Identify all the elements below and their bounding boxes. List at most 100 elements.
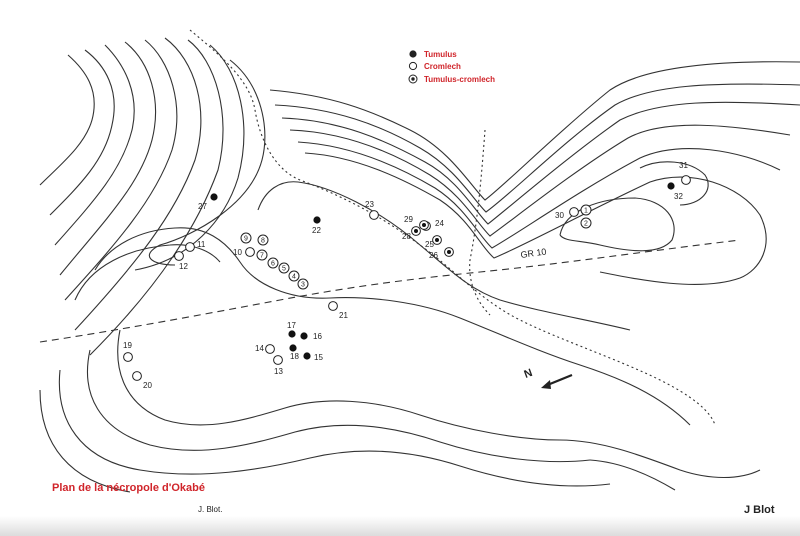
- site-number-label: 21: [339, 311, 348, 320]
- cromlech-marker-icon: [245, 247, 255, 257]
- site-13: 13: [273, 355, 283, 376]
- map-author-signature: J. Blot.: [198, 505, 223, 514]
- site-30: 30: [555, 207, 579, 220]
- site-8: 8: [257, 234, 269, 246]
- site-number-label: 2: [584, 221, 588, 228]
- site-14: 14: [255, 344, 275, 354]
- cromlech-marker-icon: [288, 270, 300, 282]
- site-number-label: 8: [261, 238, 265, 245]
- site-5: 5: [278, 262, 290, 274]
- site-number-label: 23: [365, 200, 374, 209]
- dotted-trail-valley: [469, 129, 491, 316]
- site-number-label: 5: [282, 266, 286, 273]
- trails: [39, 29, 741, 426]
- site-number-label: 24: [435, 219, 444, 228]
- site-number-label: 25: [425, 240, 434, 249]
- site-20: 20: [132, 371, 152, 390]
- site-31: 31: [679, 161, 691, 185]
- site-1: 1: [580, 204, 592, 216]
- map-title: Plan de la nécropole d'Okabé: [52, 482, 205, 494]
- site-number-label: 26: [429, 251, 438, 260]
- site-number-label: 31: [679, 161, 688, 170]
- tumulus-marker-icon: [289, 344, 297, 352]
- site-number-label: 28: [402, 232, 411, 241]
- photo-credit: J Blot: [744, 504, 775, 516]
- legend-label-tumulus: Tumulus: [424, 50, 457, 59]
- cromlech-marker-icon: [174, 251, 184, 261]
- site-27: 27: [198, 193, 218, 211]
- tumulus-cromlech-center-dot: [447, 250, 451, 254]
- site-18: 18: [289, 344, 299, 361]
- tumulus-cromlech-center-dot: [422, 223, 426, 227]
- north-arrow-label: N: [523, 367, 535, 381]
- site-number-label: 7: [260, 253, 264, 260]
- sites-layer: 1234567891011121314151617181920212223242…: [123, 161, 691, 390]
- site-6: 6: [267, 257, 279, 269]
- tumulus-cromlech-center-dot: [435, 238, 439, 242]
- tumulus-marker-icon: [210, 193, 218, 201]
- site-number-label: 16: [313, 332, 322, 341]
- site-number-label: 29: [404, 215, 413, 224]
- site-number-label: 30: [555, 211, 564, 220]
- cromlech-marker-icon: [267, 257, 279, 269]
- gr10-route-label: GR 10: [520, 246, 547, 260]
- site-number-label: 15: [314, 353, 323, 362]
- site-number-label: 19: [123, 341, 132, 350]
- cromlech-marker-icon: [681, 175, 691, 185]
- north-arrow: N: [523, 367, 573, 389]
- site-16: 16: [300, 332, 322, 341]
- tumulus-cromlech-center-dot: [414, 229, 418, 233]
- cromlech-marker-icon: [569, 207, 579, 217]
- gr10-trail: [39, 239, 741, 343]
- site-15: 15: [303, 352, 323, 362]
- site-19: 19: [123, 341, 133, 362]
- site-number-label: 22: [312, 226, 321, 235]
- cromlech-marker-icon: [132, 371, 142, 381]
- site-number-label: 3: [301, 282, 305, 289]
- legend-tumulus-icon: [409, 50, 417, 58]
- legend-cromlech-icon: [408, 61, 418, 71]
- site-32: 32: [667, 182, 683, 201]
- cromlech-marker-icon: [369, 210, 379, 220]
- north-arrow-head-icon: [541, 380, 551, 389]
- cromlech-marker-icon: [273, 355, 283, 365]
- legend-label-tumulus-cromlech: Tumulus-cromlech: [424, 75, 495, 84]
- cromlech-marker-icon: [278, 262, 290, 274]
- site-2: 2: [580, 217, 592, 229]
- tumulus-marker-icon: [303, 352, 311, 360]
- cromlech-marker-icon: [580, 204, 592, 216]
- site-number-label: 20: [143, 381, 152, 390]
- site-29: 29: [404, 215, 429, 230]
- cromlech-marker-icon: [256, 249, 268, 261]
- site-number-label: 6: [271, 261, 275, 268]
- page-edge-shadow: [0, 516, 800, 536]
- cromlech-marker-icon: [328, 301, 338, 311]
- site-12: 12: [174, 251, 188, 271]
- site-number-label: 1: [584, 208, 588, 215]
- site-22: 22: [312, 216, 321, 235]
- map-legend: Tumulus Cromlech Tumulus-cromlech: [408, 50, 495, 84]
- site-number-label: 9: [244, 236, 248, 243]
- site-25: 25: [425, 235, 442, 249]
- site-3: 3: [297, 278, 309, 290]
- legend-tumulus-cromlech-dot: [411, 77, 415, 81]
- site-21: 21: [328, 301, 348, 320]
- site-10: 10: [233, 247, 255, 257]
- site-11: 11: [185, 240, 206, 252]
- tumulus-marker-icon: [300, 332, 308, 340]
- site-26: 26: [429, 247, 454, 260]
- site-4: 4: [288, 270, 300, 282]
- site-number-label: 10: [233, 248, 242, 257]
- site-number-label: 27: [198, 202, 207, 211]
- site-number-label: 11: [197, 240, 206, 249]
- cromlech-marker-icon: [265, 344, 275, 354]
- site-23: 23: [365, 200, 379, 220]
- tumulus-marker-icon: [667, 182, 675, 190]
- site-number-label: 12: [179, 262, 188, 271]
- site-9: 9: [240, 232, 252, 244]
- tumulus-marker-icon: [288, 330, 296, 338]
- site-number-label: 14: [255, 344, 264, 353]
- contour-lines: [39, 37, 800, 493]
- site-number-label: 17: [287, 321, 296, 330]
